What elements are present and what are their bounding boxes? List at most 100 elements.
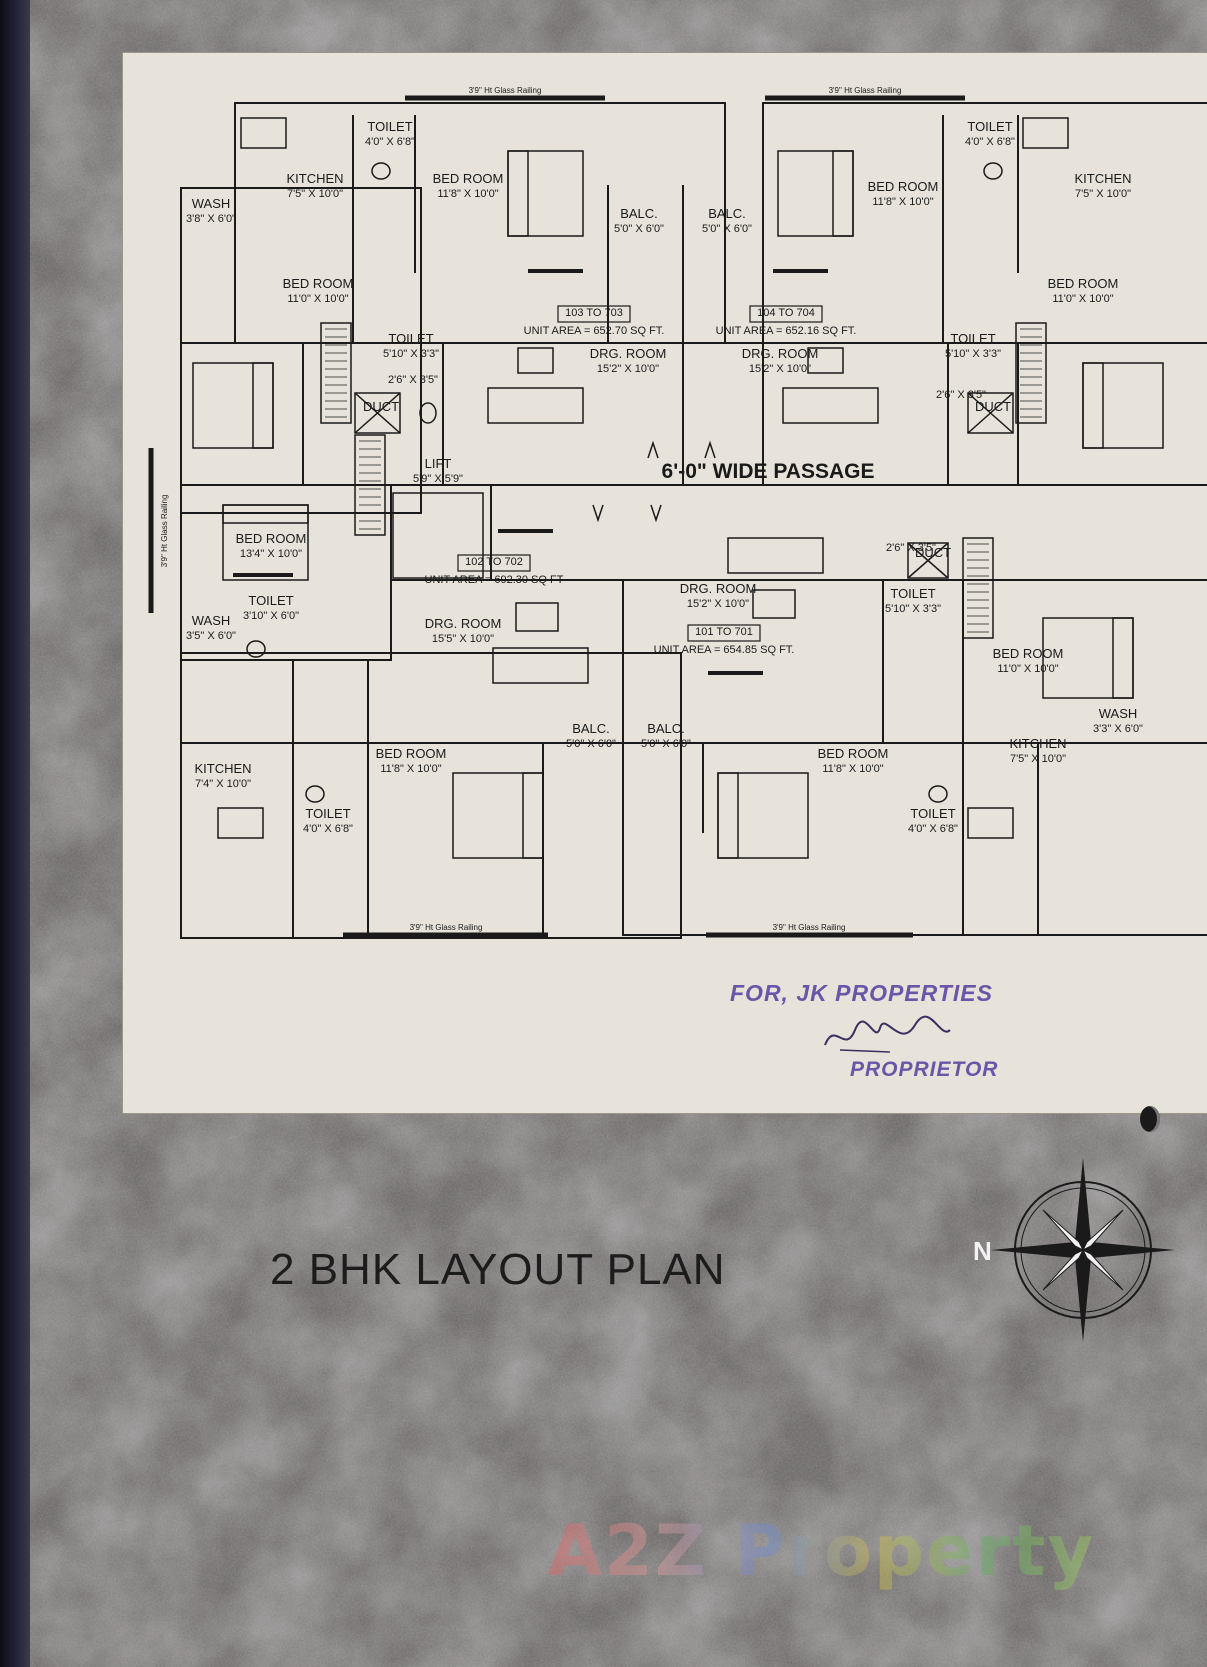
room-size: 4'0" X 6'8" bbox=[365, 136, 415, 148]
room-name: BED ROOM bbox=[868, 179, 939, 194]
room-name: DRG. ROOM bbox=[590, 346, 667, 361]
room-name: LIFT bbox=[425, 456, 452, 471]
railing-label-bottom-left: 3'9" Ht Glass Railing bbox=[410, 923, 483, 932]
room-size: 2'6" X 3'5" bbox=[886, 542, 936, 554]
room-size: 3'8" X 6'0" bbox=[186, 213, 236, 225]
room-size: 11'0" X 10'0" bbox=[287, 293, 348, 305]
binding-hole bbox=[1140, 1106, 1160, 1132]
room-size: 2'6" X 3'5" bbox=[936, 389, 986, 401]
book-spine bbox=[0, 0, 30, 1667]
room-name: BED ROOM bbox=[283, 276, 354, 291]
room-name: WASH bbox=[192, 196, 231, 211]
room-name: DUCT bbox=[975, 399, 1011, 414]
page-title: 2 BHK LAYOUT PLAN bbox=[270, 1245, 726, 1294]
room-name: TOILET bbox=[248, 593, 293, 608]
room-name: BALC. bbox=[708, 206, 746, 221]
stamp-designation: PROPRIETOR bbox=[850, 1058, 999, 1081]
north-compass-icon: N bbox=[973, 1158, 1175, 1342]
railing-label-side: 3'9" Ht Glass Railing bbox=[160, 495, 169, 568]
room-size: 2'6" X 3'5" bbox=[388, 374, 438, 386]
railing-label-top-left: 3'9" Ht Glass Railing bbox=[469, 86, 542, 95]
room-name: WASH bbox=[192, 613, 231, 628]
room-size: 4'0" X 6'8" bbox=[908, 823, 958, 835]
room-name: BALC. bbox=[647, 721, 685, 736]
room-size: 5'0" X 6'0" bbox=[614, 223, 664, 235]
room-name: KITCHEN bbox=[1009, 736, 1066, 751]
passage-label: 6'-0" WIDE PASSAGE bbox=[662, 460, 875, 483]
room-name: TOILET bbox=[388, 331, 433, 346]
room-name: TOILET bbox=[910, 806, 955, 821]
room-size: 11'8" X 10'0" bbox=[437, 188, 498, 200]
room-size: 15'2" X 10'0" bbox=[687, 598, 749, 610]
room-size: 7'5" X 10'0" bbox=[1075, 188, 1131, 200]
room-name: DUCT bbox=[915, 545, 951, 560]
room-name: KITCHEN bbox=[1074, 171, 1131, 186]
room-size: 5'0" X 6'0" bbox=[702, 223, 752, 235]
room-name: DRG. ROOM bbox=[680, 581, 757, 596]
room-size: 7'5" X 10'0" bbox=[287, 188, 343, 200]
room-size: 4'0" X 6'8" bbox=[965, 136, 1015, 148]
room-name: DUCT bbox=[363, 399, 399, 414]
unit-area: UNIT AREA = 692.30 SQ FT bbox=[425, 574, 564, 586]
room-size: 13'4" X 10'0" bbox=[240, 548, 302, 560]
room-name: BED ROOM bbox=[1048, 276, 1119, 291]
room-size: 11'0" X 10'0" bbox=[997, 663, 1058, 675]
room-size: 3'3" X 6'0" bbox=[1093, 723, 1143, 735]
room-size: 15'5" X 10'0" bbox=[432, 633, 494, 645]
room-size: 4'0" X 6'8" bbox=[303, 823, 353, 835]
unit-range: 102 TO 702 bbox=[465, 556, 523, 568]
room-name: WASH bbox=[1099, 706, 1138, 721]
wing-bottom-left bbox=[180, 652, 682, 939]
room-size: 11'0" X 10'0" bbox=[1052, 293, 1113, 305]
room-size: 5'0" X 6'0" bbox=[641, 738, 691, 750]
lift-shaft bbox=[392, 492, 484, 579]
unit-range: 103 TO 703 bbox=[565, 307, 623, 319]
room-name: BALC. bbox=[572, 721, 610, 736]
room-size: 5'10" X 3'3" bbox=[383, 348, 439, 360]
room-name: KITCHEN bbox=[286, 171, 343, 186]
room-size: 3'10" X 6'0" bbox=[243, 610, 299, 622]
room-name: DRG. ROOM bbox=[425, 616, 502, 631]
room-name: TOILET bbox=[367, 119, 412, 134]
watermark: A2Z Property bbox=[548, 1510, 1095, 1592]
room-name: BALC. bbox=[620, 206, 658, 221]
unit-range: 101 TO 701 bbox=[695, 626, 753, 638]
room-size: 5'9" X 5'9" bbox=[413, 473, 463, 485]
company-stamp: FOR, JK PROPERTIES PROPRIETOR bbox=[730, 980, 997, 1081]
stamp-company: FOR, JK PROPERTIES bbox=[730, 980, 993, 1006]
room-name: BED ROOM bbox=[818, 746, 889, 761]
room-size: 11'8" X 10'0" bbox=[822, 763, 883, 775]
passage bbox=[490, 484, 1207, 581]
compass-north-label: N bbox=[973, 1236, 992, 1266]
room-size: 7'4" X 10'0" bbox=[195, 778, 251, 790]
wing-top-left bbox=[180, 187, 422, 514]
room-size: 5'10" X 3'3" bbox=[945, 348, 1001, 360]
unit-area: UNIT AREA = 654.85 SQ FT. bbox=[654, 644, 795, 656]
room-size: 15'2" X 10'0" bbox=[749, 363, 811, 375]
floor-plan-panel: TOILET 4'0" X 6'8" KITCHEN 7'5" X 10'0" BED … bbox=[122, 52, 1207, 1114]
watermark-text: A2Z Property bbox=[548, 1510, 1096, 1592]
room-name: BED ROOM bbox=[236, 531, 307, 546]
unit-area: UNIT AREA = 652.16 SQ FT. bbox=[716, 325, 857, 337]
room-size: 11'8" X 10'0" bbox=[380, 763, 441, 775]
room-size: 5'10" X 3'3" bbox=[885, 603, 941, 615]
room-name: TOILET bbox=[967, 119, 1012, 134]
room-size: 3'5" X 6'0" bbox=[186, 630, 236, 642]
room-name: TOILET bbox=[890, 586, 935, 601]
room-name: BED ROOM bbox=[376, 746, 447, 761]
room-size: 7'5" X 10'0" bbox=[1010, 753, 1066, 765]
room-name: KITCHEN bbox=[194, 761, 251, 776]
room-size: 15'2" X 10'0" bbox=[597, 363, 659, 375]
room-name: DRG. ROOM bbox=[742, 346, 819, 361]
floor-plan-drawing: TOILET 4'0" X 6'8" KITCHEN 7'5" X 10'0" BED … bbox=[148, 86, 1207, 939]
unit-range: 104 TO 704 bbox=[757, 307, 815, 319]
railing-label-bottom-right: 3'9" Ht Glass Railing bbox=[773, 923, 846, 932]
signature bbox=[824, 1015, 951, 1053]
room-name: TOILET bbox=[950, 331, 995, 346]
room-size: 11'8" X 10'0" bbox=[872, 196, 933, 208]
unit-area: UNIT AREA = 652.70 SQ FT. bbox=[524, 325, 665, 337]
room-name: BED ROOM bbox=[993, 646, 1064, 661]
room-name: BED ROOM bbox=[433, 171, 504, 186]
room-name: TOILET bbox=[305, 806, 350, 821]
room-size: 5'0" X 6'0" bbox=[566, 738, 616, 750]
